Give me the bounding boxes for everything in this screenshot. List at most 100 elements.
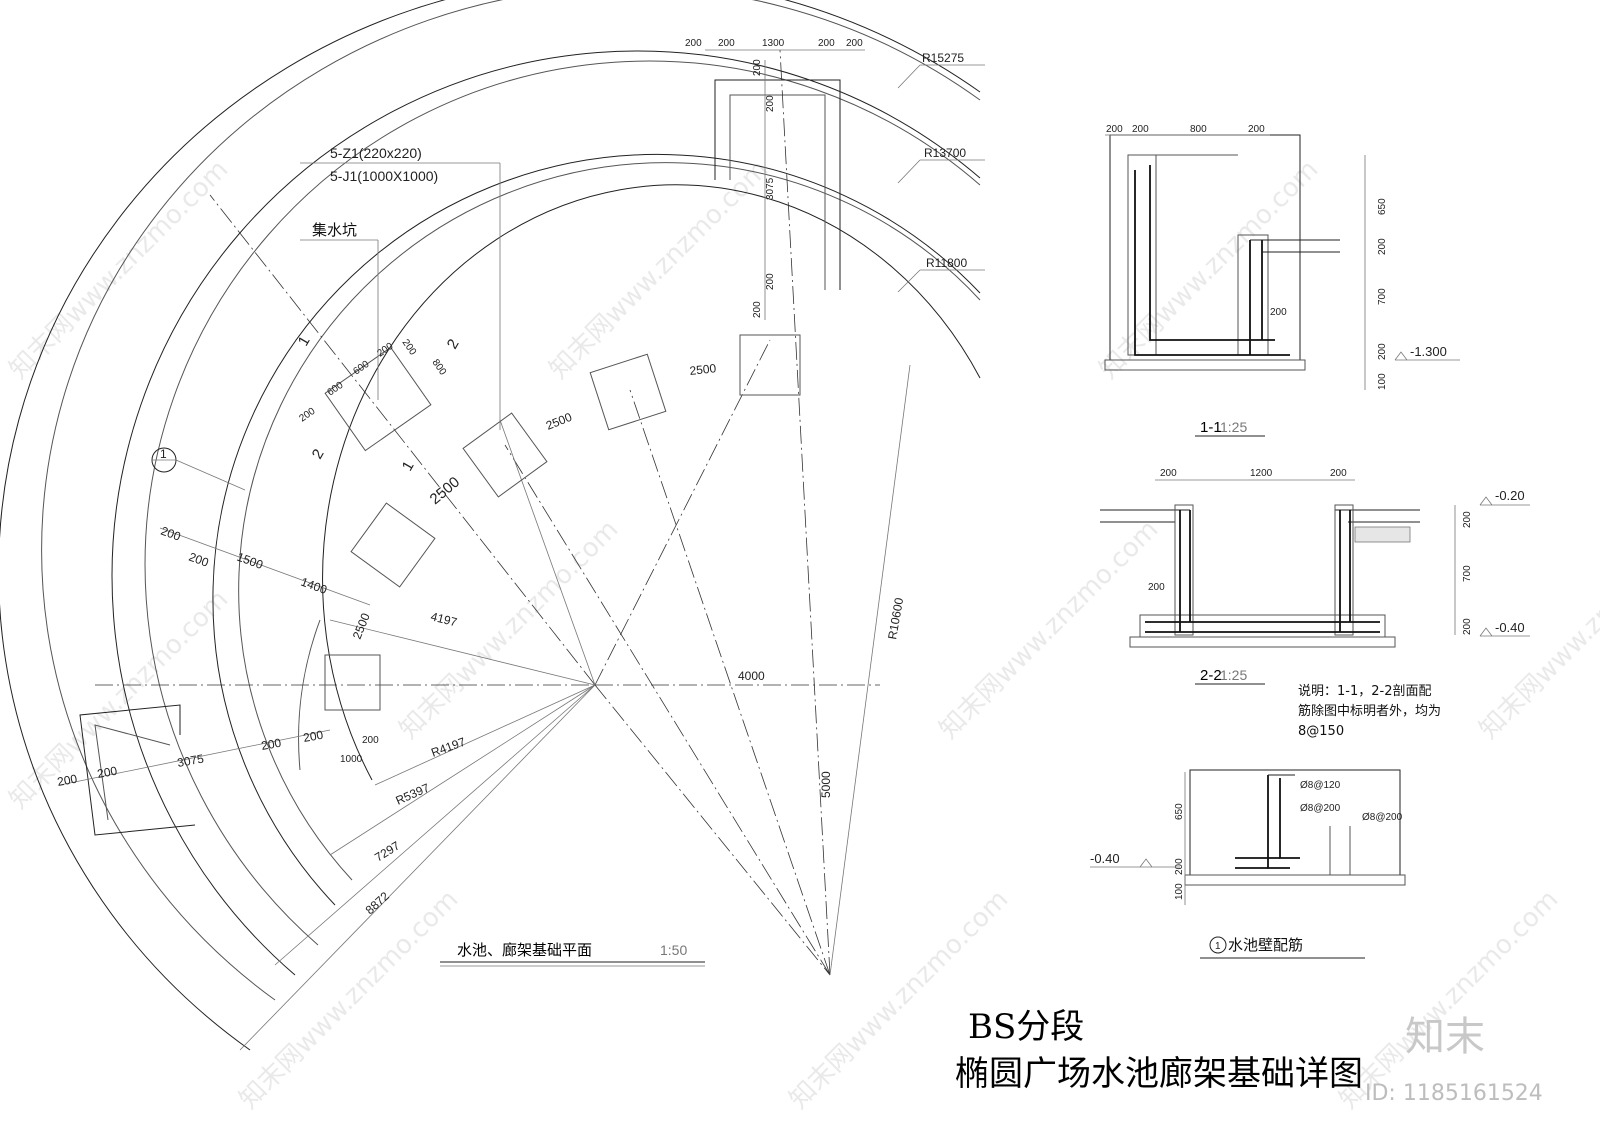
footings bbox=[324, 334, 801, 711]
dimension: 800 bbox=[1190, 124, 1207, 135]
brand-watermark: 知末 ID: 1185161524 bbox=[1365, 1014, 1543, 1106]
dimension: 200 bbox=[752, 301, 763, 318]
section-title: 1-1 bbox=[1200, 419, 1222, 436]
dimension: 200 bbox=[1330, 468, 1347, 479]
detail-title-circle bbox=[1209, 936, 1227, 954]
dimension: 200 bbox=[96, 764, 118, 781]
rebar-label: Ø8@200 bbox=[1300, 803, 1341, 814]
radius-labels: R15275 R13700 R11800 R10600 R4197 R5397 bbox=[394, 51, 985, 808]
plan-title: 水池、廊架基础平面 1:50 bbox=[440, 942, 705, 967]
dimension: 200 bbox=[1270, 307, 1287, 318]
sheet-title-line2: 椭圆广场水池廊架基础详图 bbox=[955, 1054, 1363, 1094]
plan-scale: 1:50 bbox=[660, 942, 687, 958]
dimension: 200 bbox=[1148, 582, 1165, 593]
radial-dimensions: 4197 4000 5000 7297 8872 bbox=[363, 609, 833, 917]
dimension: 700 bbox=[1462, 565, 1473, 582]
dimension: 650 bbox=[1377, 198, 1388, 215]
note-line: 筋除图中标明者外，均为 bbox=[1298, 703, 1441, 719]
dimension: 4197 bbox=[429, 609, 459, 629]
bottom-dimensions: 200 200 3075 200 200 200 1000 bbox=[56, 728, 379, 789]
note-line: 说明：1-1，2-2剖面配 bbox=[1298, 684, 1431, 699]
detail-title-mark: 1 bbox=[1215, 941, 1221, 952]
footing bbox=[462, 412, 548, 498]
dimension: 200 bbox=[1132, 124, 1149, 135]
dimension: 3075 bbox=[765, 177, 776, 200]
plan-title-text: 水池、廊架基础平面 bbox=[457, 942, 592, 959]
detail-title: 水池壁配筋 bbox=[1228, 936, 1303, 954]
dimension: 200 bbox=[765, 273, 776, 290]
dimension: 1000 bbox=[340, 754, 363, 765]
dimension: 200 bbox=[159, 524, 183, 544]
column-label: 5-Z1(220x220) bbox=[330, 145, 422, 161]
dimension: 200 bbox=[260, 736, 282, 753]
radius-label: R13700 bbox=[924, 146, 966, 160]
section-mark: 2 bbox=[309, 446, 328, 462]
dimension: 2500 bbox=[544, 410, 574, 433]
radius-label: R10600 bbox=[885, 596, 906, 640]
dimension: 200 bbox=[1174, 858, 1185, 875]
section-1-1: 200 200 800 200 650 200 700 200 100 200 … bbox=[1104, 124, 1460, 437]
section-2-2: 200 1200 200 200 700 200 200 -0.20 -0.40… bbox=[1100, 468, 1530, 685]
dimension: 1400 bbox=[299, 575, 329, 597]
sheet-title-block: BS分段 椭圆广场水池廊架基础详图 bbox=[955, 1007, 1363, 1094]
dimension: 650 bbox=[1174, 803, 1185, 820]
dimension: 600 bbox=[351, 359, 371, 378]
dimension: 100 bbox=[1174, 883, 1185, 900]
section-scale: 1:25 bbox=[1220, 419, 1247, 435]
dimension: 1200 bbox=[1250, 468, 1273, 479]
image-id-text: ID: 1185161524 bbox=[1365, 1081, 1543, 1106]
radius-label: R4197 bbox=[429, 734, 467, 759]
level-mark: -1.300 bbox=[1410, 344, 1447, 359]
sump-label: 集水坑 bbox=[312, 221, 357, 239]
section-mark: 1 bbox=[399, 458, 418, 474]
dimension: 200 bbox=[1106, 124, 1123, 135]
plan-arcs bbox=[0, 0, 981, 1051]
radial-lines bbox=[95, 49, 911, 1051]
section-scale: 1:25 bbox=[1220, 667, 1247, 683]
dimension: 200 bbox=[685, 38, 702, 49]
wall-rebar-detail: 650 200 100 Ø8@120 Ø8@200 Ø8@200 -0.40 1… bbox=[1090, 769, 1406, 959]
dimension: 200 bbox=[1377, 343, 1388, 360]
dimension: 200 bbox=[302, 728, 324, 745]
dimension: 3075 bbox=[176, 751, 205, 769]
rebar-label: Ø8@120 bbox=[1300, 780, 1341, 791]
dimension: 200 bbox=[1377, 238, 1388, 255]
radius-label: R11800 bbox=[926, 256, 967, 270]
sump-pit bbox=[324, 346, 432, 452]
watermark-text: 知末网www.znzmo.com bbox=[1474, 514, 1600, 745]
radius-label: R15275 bbox=[922, 51, 964, 65]
top-dimensions: 200 200 1300 200 200 200 200 3075 200 20… bbox=[685, 38, 865, 320]
dimension: 200 bbox=[400, 337, 419, 357]
dimension: 2500 bbox=[427, 474, 463, 508]
dimension: 1300 bbox=[762, 38, 785, 49]
watermark-text: 知末网www.znzmo.com bbox=[234, 884, 465, 1115]
dimension: 8872 bbox=[363, 889, 392, 917]
dimension: 200 bbox=[362, 735, 379, 746]
watermark-layer: 知末网www.znzmo.com 知末网www.znzmo.com 知末网www… bbox=[4, 154, 1600, 1115]
footing bbox=[324, 654, 381, 711]
section-title: 2-2 bbox=[1200, 667, 1222, 684]
dimension: 200 bbox=[718, 38, 735, 49]
rebar-label: Ø8@200 bbox=[1362, 812, 1403, 823]
watermark-text: 知末网www.znzmo.com bbox=[394, 514, 625, 745]
left-dimensions: 200 200 1500 1400 bbox=[159, 524, 371, 606]
dimension: 200 bbox=[187, 550, 211, 570]
notes: 说明：1-1，2-2剖面配 筋除图中标明者外，均为 8@150 bbox=[1298, 684, 1441, 739]
brand-logo-text: 知末 bbox=[1405, 1014, 1485, 1060]
dimension: 5000 bbox=[819, 771, 833, 798]
dimension: 200 bbox=[765, 95, 776, 112]
dimension: 200 bbox=[1462, 618, 1473, 635]
dimension: 2500 bbox=[350, 611, 373, 641]
dimension: 200 bbox=[1160, 468, 1177, 479]
dimension: 200 bbox=[297, 406, 317, 425]
dimension: 4000 bbox=[738, 669, 765, 683]
dimension: 700 bbox=[1377, 288, 1388, 305]
section-mark: 2 bbox=[444, 336, 463, 352]
level-mark: -0.40 bbox=[1090, 851, 1120, 866]
footing bbox=[589, 353, 667, 431]
dimension: 800 bbox=[430, 357, 449, 377]
radius-label: R5397 bbox=[394, 780, 432, 807]
dimension: 7297 bbox=[372, 838, 402, 864]
footing bbox=[350, 502, 436, 588]
